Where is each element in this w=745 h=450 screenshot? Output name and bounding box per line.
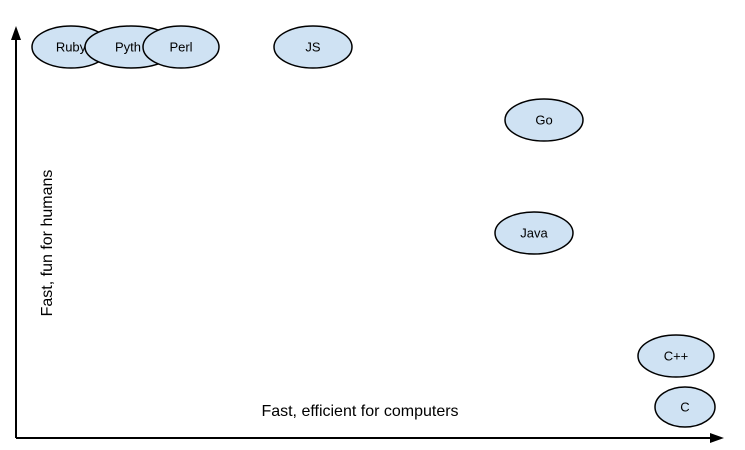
node-ellipse	[654, 386, 716, 428]
node-label: Perl	[169, 40, 192, 55]
node-label: Go	[535, 113, 552, 128]
node-label: C	[680, 400, 689, 415]
node-label: Java	[520, 226, 548, 241]
language-node-c: C	[654, 386, 716, 428]
node-ellipse	[273, 25, 353, 69]
language-nodes: Ruby Pyth Perl JS Go Java C++ C	[31, 25, 716, 428]
node-label: Ruby	[56, 40, 87, 55]
language-node-js: JS	[273, 25, 353, 69]
node-label: Pyth	[115, 40, 141, 55]
node-ellipse	[142, 25, 220, 69]
y-axis-label: Fast, fun for humans	[39, 170, 56, 317]
y-axis-arrow-icon	[11, 26, 21, 40]
language-node-go: Go	[504, 98, 584, 142]
node-ellipse	[494, 211, 574, 255]
language-node-java: Java	[494, 211, 574, 255]
node-label: C++	[664, 349, 689, 364]
x-axis-arrow-icon	[710, 433, 724, 443]
language-node-perl: Perl	[142, 25, 220, 69]
language-node-cpp: C++	[637, 334, 715, 378]
node-ellipse	[504, 98, 584, 142]
x-axis-label: Fast, efficient for computers	[261, 403, 458, 420]
node-ellipse	[637, 334, 715, 378]
node-label: JS	[305, 40, 321, 55]
